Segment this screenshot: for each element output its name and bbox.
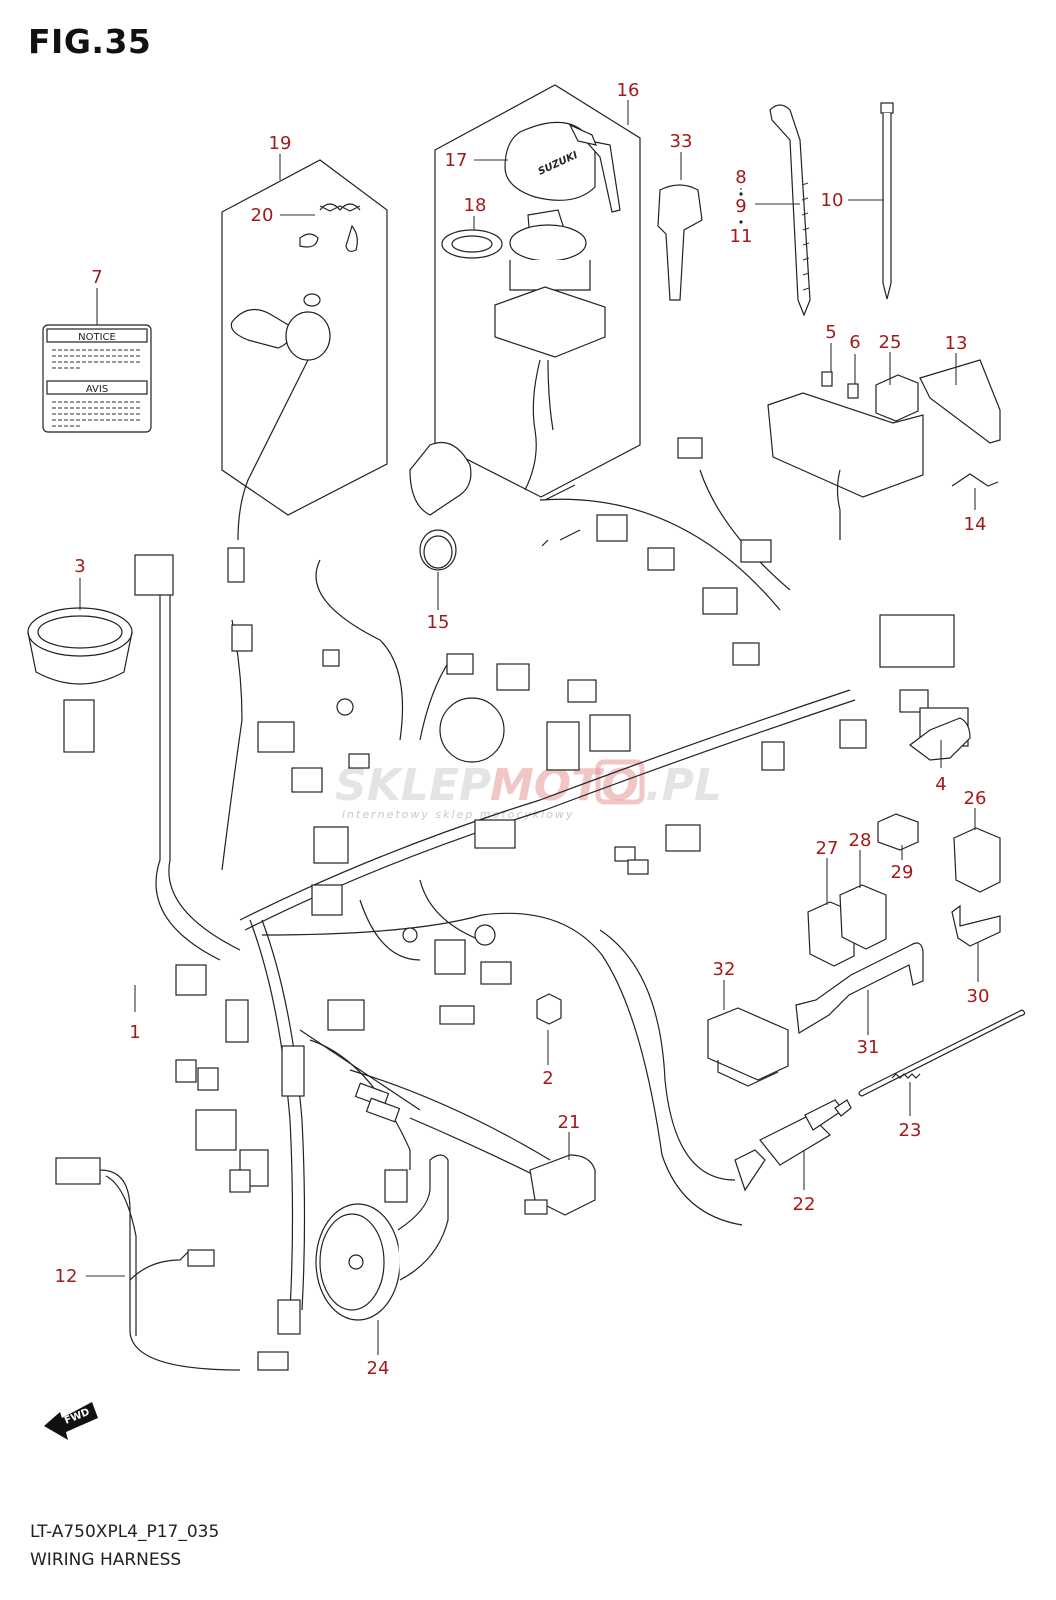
callouts: 1 2 3 4 5 6 7 8 9 11 10 12 13 14 15 16 1… xyxy=(55,80,990,1379)
avis-heading: AVIS xyxy=(86,384,108,395)
part-6-fuse[interactable] xyxy=(847,383,859,399)
part-25-relay[interactable] xyxy=(875,374,919,422)
watermark-suffix: .PL xyxy=(645,760,722,811)
part-15-socket[interactable] xyxy=(423,535,453,569)
part-16-ignition-switch-assy[interactable]: SUZUKI xyxy=(434,84,641,498)
callout-23[interactable]: 23 xyxy=(899,1120,922,1141)
watermark: SKLEP MOTO .PL internetowy sklep motocyk… xyxy=(335,759,722,821)
part-9-clamp[interactable] xyxy=(769,104,811,317)
part-2-cap[interactable] xyxy=(536,993,562,1025)
callout-13[interactable]: 13 xyxy=(945,333,968,354)
leader-lines xyxy=(79,100,979,1355)
callout-1[interactable]: 1 xyxy=(129,1022,140,1043)
part-19-switch-assy[interactable] xyxy=(221,159,388,583)
callout-10[interactable]: 10 xyxy=(821,190,844,211)
part-13-bracket[interactable] xyxy=(919,359,1001,444)
part-10-cable-tie[interactable] xyxy=(880,102,894,300)
callout-17[interactable]: 17 xyxy=(445,150,468,171)
callout-16[interactable]: 16 xyxy=(617,80,640,101)
section-name: WIRING HARNESS xyxy=(30,1550,182,1570)
callout-27[interactable]: 27 xyxy=(816,838,839,859)
callout-19[interactable]: 19 xyxy=(269,133,292,154)
watermark-badge xyxy=(595,759,645,805)
part-12-sub-harness[interactable] xyxy=(55,1157,289,1371)
part-7-notice-label[interactable]: NOTICE AVIS xyxy=(42,324,152,433)
callout-9[interactable]: 9 xyxy=(735,196,746,217)
part-1-main-harness[interactable] xyxy=(134,437,969,1335)
part-29-connector[interactable] xyxy=(877,813,919,851)
part-30-bracket[interactable] xyxy=(951,904,1001,947)
callout-20[interactable]: 20 xyxy=(251,205,274,226)
callout-7[interactable]: 7 xyxy=(91,267,102,288)
callout-5[interactable]: 5 xyxy=(825,322,836,343)
part-24-horn[interactable] xyxy=(315,1154,449,1321)
part-21-sensor[interactable] xyxy=(409,1117,596,1216)
callout-26[interactable]: 26 xyxy=(964,788,987,809)
watermark-tagline: internetowy sklep motocyklowy xyxy=(342,808,575,821)
callout-14[interactable]: 14 xyxy=(964,514,987,535)
model-code: LT-A750XPL4_P17_035 xyxy=(30,1522,220,1542)
callout-separator-dot xyxy=(739,220,743,224)
callout-24[interactable]: 24 xyxy=(367,1358,390,1379)
callout-32[interactable]: 32 xyxy=(713,959,736,980)
fwd-direction-icon: FWD xyxy=(44,1402,98,1440)
part-32-control-unit[interactable] xyxy=(707,1007,789,1087)
figure-title: FIG.35 xyxy=(28,22,152,61)
callout-18[interactable]: 18 xyxy=(464,195,487,216)
callout-2[interactable]: 2 xyxy=(542,1068,553,1089)
part-22-oxygen-sensor[interactable] xyxy=(599,929,852,1192)
callout-8[interactable]: 8 xyxy=(735,167,746,188)
part-14-clip[interactable] xyxy=(951,473,999,487)
part-3-grommet[interactable] xyxy=(27,607,133,753)
part-33-key[interactable] xyxy=(657,184,703,301)
callout-6[interactable]: 6 xyxy=(849,332,860,353)
part-4-terminal-cover[interactable] xyxy=(909,717,971,761)
part-28-relay[interactable] xyxy=(839,884,887,950)
callout-12[interactable]: 12 xyxy=(55,1266,78,1287)
notice-heading: NOTICE xyxy=(78,332,116,343)
callout-3[interactable]: 3 xyxy=(74,556,85,577)
part-23-spring[interactable] xyxy=(858,1009,1026,1097)
callout-22[interactable]: 22 xyxy=(793,1194,816,1215)
callout-4[interactable]: 4 xyxy=(935,774,946,795)
callout-31[interactable]: 31 xyxy=(857,1037,880,1058)
callout-21[interactable]: 21 xyxy=(558,1112,581,1133)
callout-separator-dot xyxy=(739,192,743,196)
callout-11[interactable]: 11 xyxy=(730,226,753,247)
callout-25[interactable]: 25 xyxy=(879,332,902,353)
callout-15[interactable]: 15 xyxy=(427,612,450,633)
callout-28[interactable]: 28 xyxy=(849,830,872,851)
callout-33[interactable]: 33 xyxy=(670,131,693,152)
callout-30[interactable]: 30 xyxy=(967,986,990,1007)
callout-29[interactable]: 29 xyxy=(891,862,914,883)
part-31-bracket[interactable] xyxy=(795,942,924,1034)
part-26-relay-cover[interactable] xyxy=(953,827,1001,893)
part-5-fuse[interactable] xyxy=(821,371,833,387)
fuse-box xyxy=(767,392,924,540)
